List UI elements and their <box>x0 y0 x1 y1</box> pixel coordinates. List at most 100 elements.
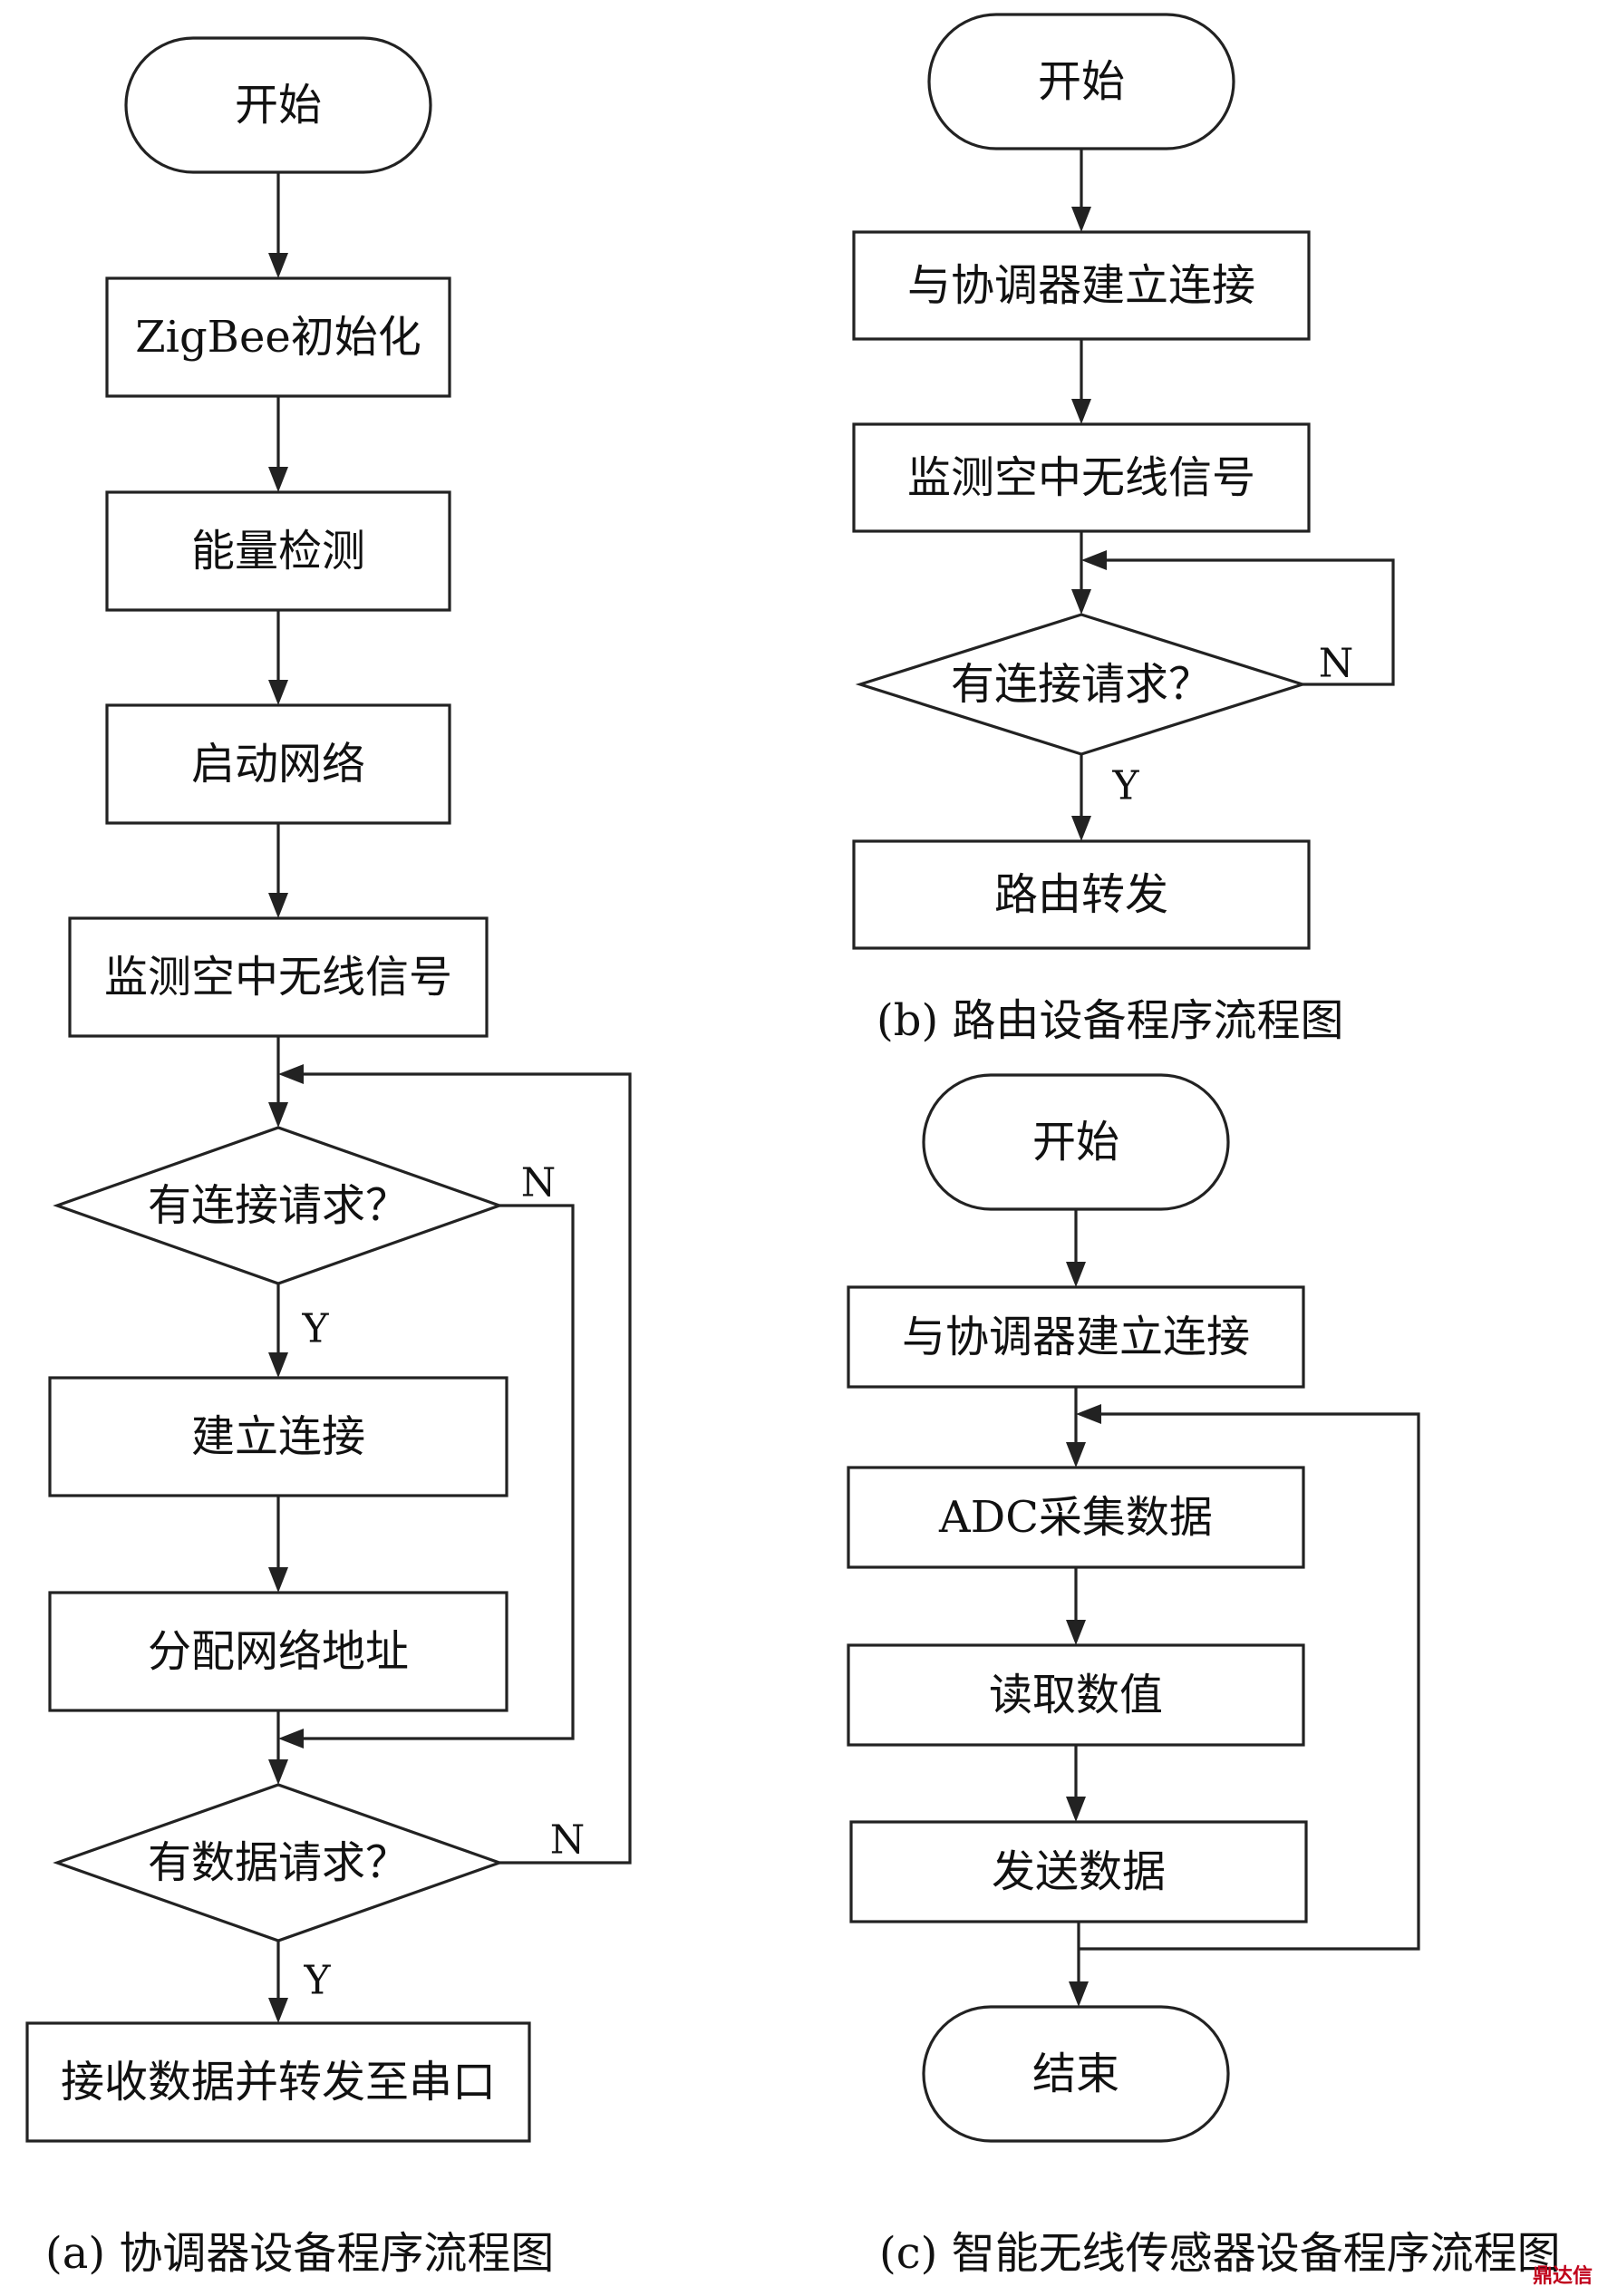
a-edge: N <box>278 1160 575 1749</box>
arrow-head <box>278 1729 304 1749</box>
b-terminal-node: 开始 <box>927 13 1235 150</box>
a-decision-node: 有数据请求？ <box>53 1783 504 1942</box>
a-process-node: 建立连接 <box>48 1376 508 1497</box>
watermark-logo: 鼎达信 <box>1532 2265 1593 2288</box>
node-label: 开始 <box>1038 56 1125 107</box>
arrow-head <box>268 467 288 492</box>
decision-node-shape <box>53 1126 504 1285</box>
process-node-shape <box>852 422 1311 533</box>
node-label: 有连接请求？ <box>148 1180 409 1231</box>
c-edge <box>1066 1567 1086 1645</box>
b-edge <box>1071 339 1091 424</box>
a-process-node: 能量检测 <box>105 490 451 612</box>
a-edge: N <box>278 1064 632 1865</box>
a-process-node: 接收数据并转发至串口 <box>25 2021 531 2143</box>
c-terminal-node: 开始 <box>922 1073 1230 1211</box>
arrow-head <box>268 1759 288 1785</box>
arrow-head <box>268 1102 288 1128</box>
node-label: 启动网络 <box>191 739 365 790</box>
node-label: 能量检测 <box>191 526 365 576</box>
arrow-head <box>1066 1620 1086 1645</box>
node-label: 读取数值 <box>989 1670 1163 1720</box>
arrow-head <box>278 1064 304 1084</box>
c-edge <box>1076 1404 1420 1951</box>
b-edge <box>1071 531 1091 615</box>
node-label: 发送数据 <box>992 1846 1166 1897</box>
c-process-node: 发送数据 <box>849 1820 1308 1923</box>
arrow-head <box>1076 1404 1101 1424</box>
arrow-head <box>1071 399 1091 424</box>
a-edge: Y <box>268 1941 331 2023</box>
arrow-head <box>1066 1797 1086 1822</box>
b-edge <box>1071 149 1091 232</box>
process-node-shape <box>105 276 451 398</box>
node-label: 建立连接 <box>191 1411 365 1462</box>
edge-label: N <box>550 1817 586 1864</box>
b-process-node: 路由转发 <box>852 839 1311 950</box>
node-label: ZigBee初始化 <box>135 312 421 363</box>
edge-line <box>302 1072 632 1865</box>
process-node-shape <box>68 916 489 1038</box>
a-process-node: ZigBee初始化 <box>105 276 451 398</box>
process-node-shape <box>25 2021 531 2143</box>
b-decision-node: 有连接请求？ <box>855 613 1308 756</box>
arrow-head <box>1066 1442 1086 1468</box>
arrow-head <box>268 680 288 705</box>
a-edge <box>268 396 288 492</box>
c-process-node: 与协调器建立连接 <box>847 1285 1305 1389</box>
a-edge: Y <box>268 1284 329 1378</box>
a-edge <box>268 1710 288 1785</box>
process-node-shape <box>852 839 1311 950</box>
diagram-caption: (b) 路由设备程序流程图 <box>876 995 1343 1046</box>
diagram-caption: (a) 协调器设备程序流程图 <box>45 2228 554 2279</box>
decision-node-shape <box>53 1783 504 1942</box>
a-decision-node: 有连接请求？ <box>53 1126 504 1285</box>
terminal-node-shape <box>922 1073 1230 1211</box>
arrow-head <box>1081 550 1107 570</box>
process-node-shape <box>105 703 451 825</box>
node-label: 分配网络地址 <box>148 1626 409 1677</box>
diagram-caption: (c) 智能无线传感器设备程序流程图 <box>879 2228 1561 2279</box>
process-node-shape <box>48 1591 508 1712</box>
edge-label: Y <box>301 1306 329 1352</box>
process-node-shape <box>105 490 451 612</box>
c-edge <box>1066 1209 1086 1287</box>
node-label: 开始 <box>1032 1117 1119 1167</box>
node-label: 结束 <box>1032 2049 1119 2099</box>
arrow-head <box>268 1998 288 2023</box>
arrow-head <box>1071 207 1091 232</box>
arrow-head <box>1066 1262 1086 1287</box>
edge-line <box>1105 558 1395 686</box>
a-process-node: 监测空中无线信号 <box>68 916 489 1038</box>
node-label: 与协调器建立连接 <box>902 1312 1250 1362</box>
arrow-head <box>268 1567 288 1593</box>
process-node-shape <box>847 1643 1305 1747</box>
edge-label: Y <box>1111 763 1139 809</box>
captions-layer: (a) 协调器设备程序流程图 (b) 路由设备程序流程图 (c) 智能无线传感器设备… <box>45 995 1561 2279</box>
c-process-node: ADC采集数据 <box>847 1466 1305 1569</box>
nodes-layer: 开始ZigBee初始化能量检测启动网络监测空中无线信号有连接请求？建立连接分配网… <box>25 13 1311 2143</box>
edge-line <box>1079 1412 1420 1951</box>
a-edge <box>268 823 288 918</box>
node-label: 路由转发 <box>994 869 1168 920</box>
a-edge <box>268 1036 288 1128</box>
c-edge <box>1066 1387 1086 1468</box>
arrow-head <box>1071 589 1091 615</box>
terminal-node-shape <box>927 13 1235 150</box>
edge-line <box>302 1204 575 1740</box>
b-process-node: 与协调器建立连接 <box>852 230 1311 341</box>
c-edge <box>1066 1745 1086 1822</box>
b-process-node: 监测空中无线信号 <box>852 422 1311 533</box>
node-label: 开始 <box>235 80 322 131</box>
a-edge <box>268 1496 288 1593</box>
b-edge: N <box>1081 550 1395 687</box>
edge-label: Y <box>303 1958 331 2004</box>
c-terminal-node: 结束 <box>922 2005 1230 2143</box>
node-label: ADC采集数据 <box>938 1492 1213 1543</box>
c-process-node: 读取数值 <box>847 1643 1305 1747</box>
node-label: 监测空中无线信号 <box>907 452 1255 503</box>
node-label: 有数据请求？ <box>148 1837 409 1888</box>
process-node-shape <box>852 230 1311 341</box>
node-label: 有连接请求？ <box>951 659 1212 710</box>
edge-label: N <box>1319 641 1354 687</box>
